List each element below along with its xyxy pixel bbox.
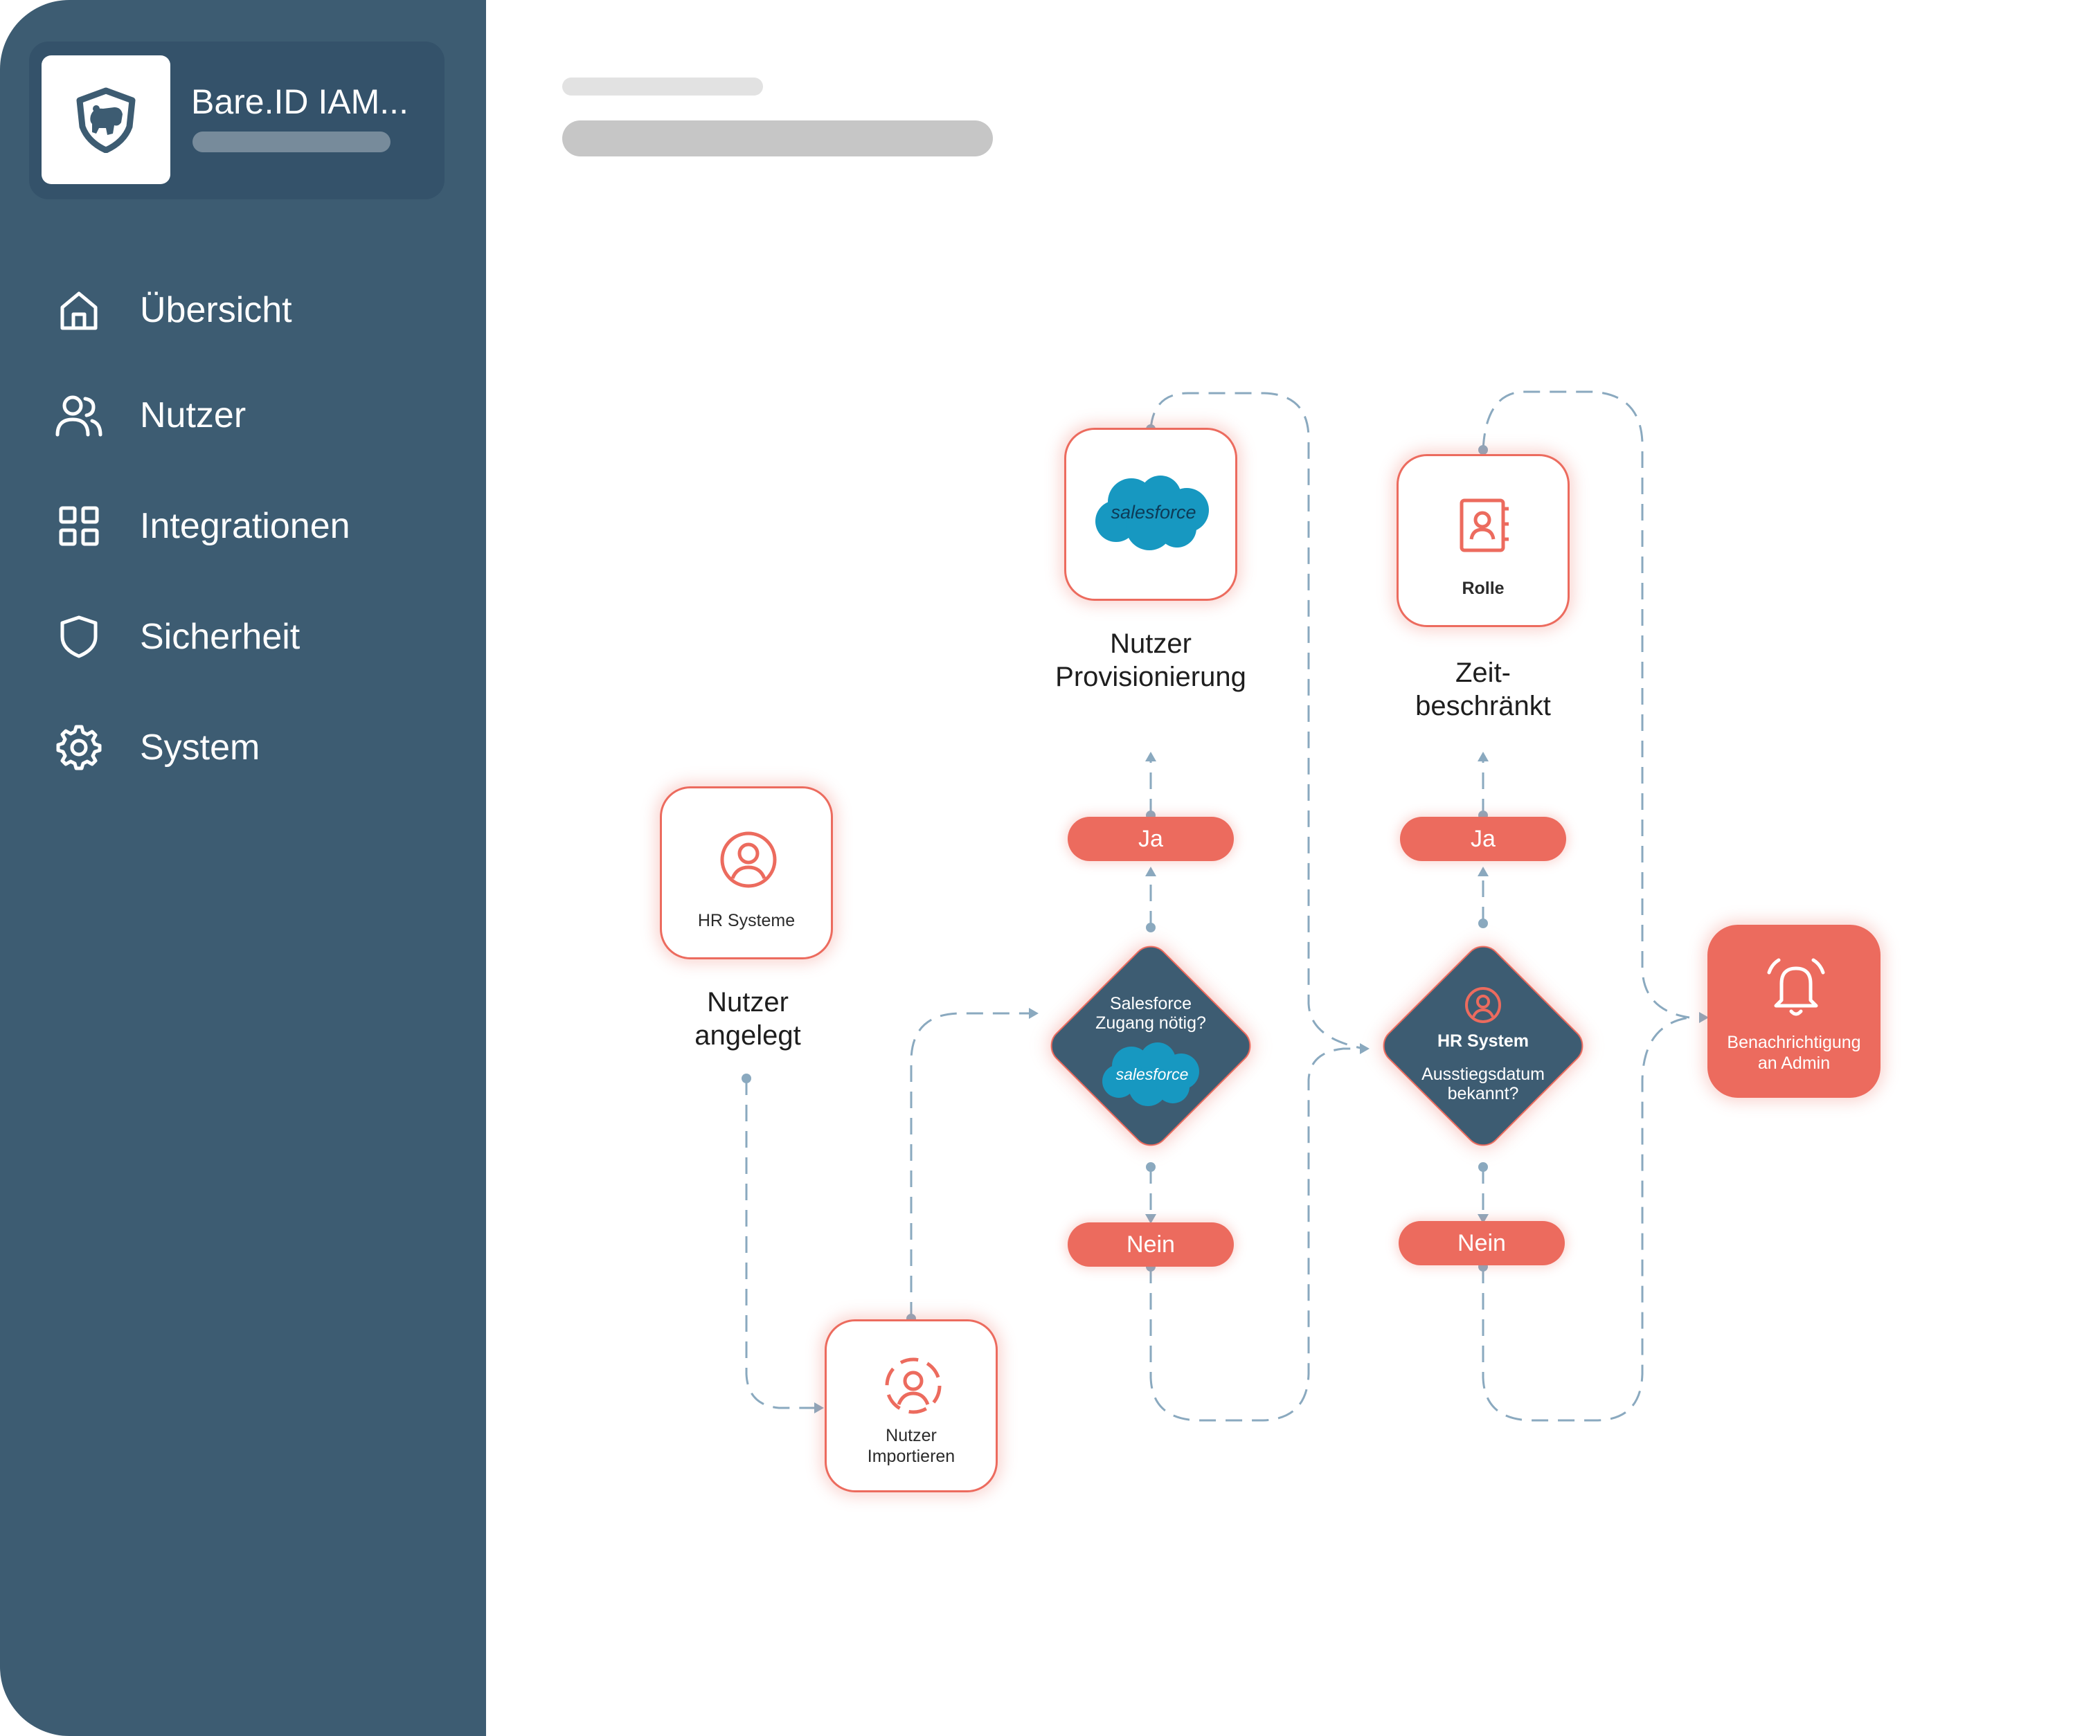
caption-line: Nutzer: [707, 987, 789, 1018]
label-line: Benachrichtigung: [1727, 1033, 1861, 1052]
sidebar-item-label: Integrationen: [140, 506, 350, 546]
sidebar-item-nutzer[interactable]: Nutzer: [54, 381, 442, 450]
hr-systems-caption: Nutzer angelegt: [679, 986, 817, 1052]
question-line: Zugang nötig?: [1095, 1013, 1206, 1033]
sidebar-item-sicherheit[interactable]: Sicherheit: [54, 602, 442, 671]
gear-icon: [54, 723, 104, 772]
app-name: Bare.ID IAM...: [191, 82, 409, 121]
question-line: Ausstiegsdatum: [1421, 1065, 1545, 1084]
home-icon: [54, 285, 104, 335]
caption-line: Nutzer: [1110, 629, 1192, 659]
hr-question-title: HR System: [1437, 1031, 1529, 1051]
no-salesforce-pill[interactable]: Nein: [1068, 1222, 1234, 1267]
hr-decision-diamond: [1383, 946, 1583, 1146]
sidebar-item-integrationen[interactable]: Integrationen: [54, 491, 442, 561]
user-circle-icon: [1465, 987, 1501, 1023]
sidebar-item-label: System: [140, 727, 260, 768]
bell-icon: [1767, 958, 1825, 1016]
sidebar: Bare.ID IAM... Übersicht Nutzer: [0, 0, 486, 1736]
salesforce-question-text: Salesforce Zugang nötig?: [1082, 994, 1220, 1033]
users-icon: [54, 390, 104, 440]
hr-systems-label: HR Systeme: [697, 911, 796, 930]
import-user-icon: [885, 1357, 942, 1414]
sidebar-item-label: Übersicht: [140, 290, 292, 330]
import-users-node[interactable]: Nutzer Importieren: [825, 1319, 998, 1492]
role-node[interactable]: Rolle: [1397, 454, 1570, 627]
label-line: Importieren: [867, 1447, 955, 1466]
caption-line: beschränkt: [1415, 691, 1551, 721]
app-switcher[interactable]: Bare.ID IAM...: [29, 42, 445, 199]
label-line: Nutzer: [886, 1426, 937, 1445]
user-circle-icon: [720, 831, 777, 888]
header-title-placeholder: [562, 120, 993, 156]
header-breadcrumb-placeholder: [562, 78, 763, 96]
yes-salesforce-pill[interactable]: Ja: [1068, 817, 1234, 861]
admin-notification-node[interactable]: Benachrichtigung an Admin: [1707, 925, 1881, 1098]
hr-question-text: Ausstiegsdatum bekannt?: [1407, 1065, 1559, 1103]
salesforce-provisioning-node[interactable]: salesforce: [1064, 428, 1237, 601]
role-caption: Zeit- beschränkt: [1385, 656, 1581, 723]
caption-line: angelegt: [694, 1020, 801, 1051]
yes-hr-pill[interactable]: Ja: [1400, 817, 1566, 861]
label-line: an Admin: [1757, 1054, 1831, 1073]
bear-shield-logo-icon: [76, 87, 136, 153]
import-users-label: Nutzer Importieren: [827, 1425, 996, 1467]
sidebar-item-label: Nutzer: [140, 395, 246, 435]
salesforce-logo-text: salesforce: [1111, 502, 1196, 523]
role-label: Rolle: [1462, 579, 1505, 598]
notification-label: Benachrichtigung an Admin: [1709, 1032, 1878, 1074]
app-logo: [42, 55, 170, 184]
hr-systems-node[interactable]: HR Systeme: [660, 786, 833, 959]
sidebar-item-uebersicht[interactable]: Übersicht: [54, 275, 442, 345]
caption-line: Zeit-: [1455, 658, 1511, 688]
sidebar-item-system[interactable]: System: [54, 713, 442, 782]
salesforce-cloud-icon: salesforce: [1102, 1042, 1199, 1106]
salesforce-logo-text: salesforce: [1116, 1065, 1189, 1083]
provisioning-caption: Nutzer Provisionierung: [1032, 627, 1270, 694]
shield-icon: [54, 612, 104, 662]
no-hr-pill[interactable]: Nein: [1399, 1221, 1565, 1265]
sidebar-item-label: Sicherheit: [140, 617, 300, 657]
question-line: bekannt?: [1447, 1084, 1519, 1103]
grid-icon: [54, 501, 104, 551]
contact-book-icon: [1460, 498, 1509, 552]
question-line: Salesforce: [1109, 994, 1192, 1013]
app-subtitle-placeholder: [192, 132, 391, 152]
caption-line: Provisionierung: [1055, 662, 1246, 692]
salesforce-cloud-icon: salesforce: [1095, 476, 1209, 550]
